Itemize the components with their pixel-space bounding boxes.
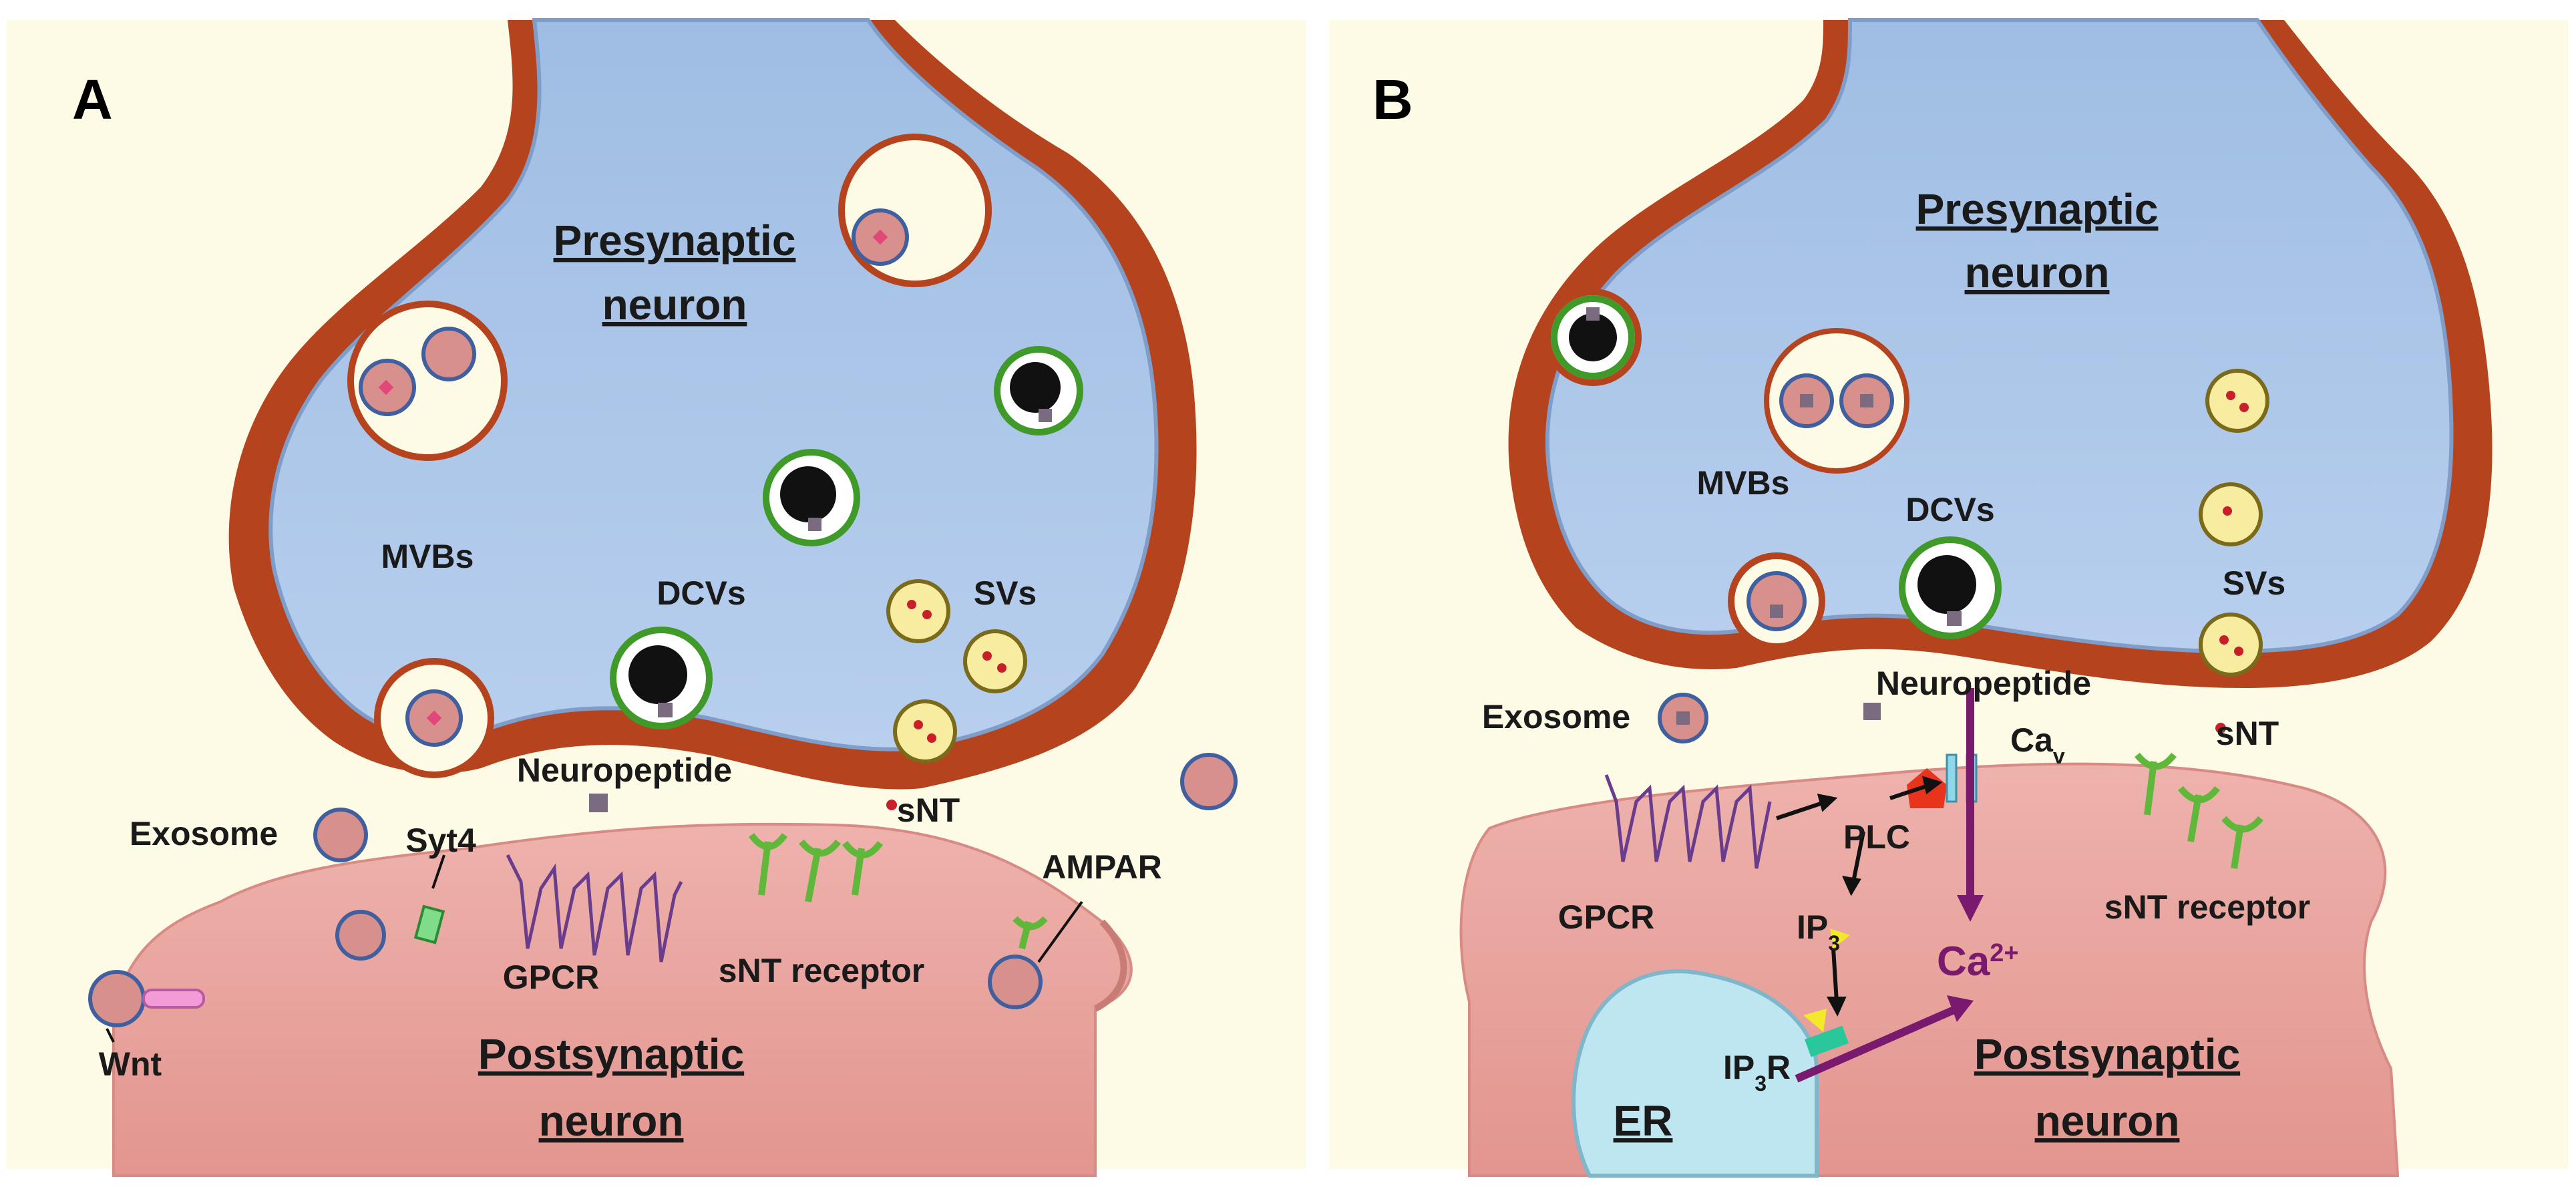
- svs-label-a: SVs: [974, 574, 1037, 612]
- signaling-arrows-b: [1776, 776, 1943, 1017]
- svs-label-b: SVs: [2223, 564, 2286, 602]
- snt-receptor-label-a: sNT receptor: [719, 952, 924, 989]
- ip3-label-b: IP3: [1797, 908, 1840, 955]
- panel-a-letter: A: [72, 68, 113, 131]
- presynaptic-label-b-2: neuron: [1965, 248, 2110, 297]
- mvb-inner-b: [1764, 328, 1909, 474]
- exosome-docked-a: [335, 910, 386, 961]
- postsynaptic-label-a-2: neuron: [539, 1097, 684, 1145]
- ampar-vesicle-a: [988, 955, 1043, 1009]
- snt-receptors-b: [2135, 752, 2263, 869]
- panel-b: B Presynaptic neuron MVBs DCVs SVs Neuro…: [1329, 18, 2568, 1178]
- snt-receptors-a: [748, 832, 1048, 950]
- ca-influx-arrowhead-b: [1957, 895, 1984, 922]
- ip3-bound-b: [1803, 1009, 1827, 1032]
- ampar-leader-a: [1037, 900, 1083, 963]
- wnt-ligand-a: [142, 989, 205, 1009]
- dcv-group-b: [1551, 295, 2002, 639]
- exosome-group-b: [1658, 373, 1894, 743]
- er-organelle-b: [1572, 969, 1819, 1178]
- wnt-label-a: Wnt: [99, 1045, 162, 1083]
- panel-a: A Presynaptic neuron MVBs DCVs SVs Neuro…: [7, 18, 1306, 1177]
- snt-label-b: sNT: [2216, 715, 2279, 752]
- er-release-arrowhead-b: [1947, 995, 1974, 1022]
- mvbs-label-a: MVBs: [381, 538, 474, 575]
- dcv-group-a: [610, 346, 1083, 729]
- mvbs-label-b: MVBs: [1697, 464, 1790, 502]
- exosome-free-right-a: [1180, 753, 1238, 810]
- exosome-group-a: [359, 208, 909, 747]
- dcvs-label-a: DCVs: [657, 574, 745, 612]
- dcvs-label-b: DCVs: [1905, 491, 1994, 528]
- snt-label-a: sNT: [897, 792, 960, 829]
- presynaptic-label-a-2: neuron: [602, 281, 747, 329]
- er-label-b: ER: [1614, 1097, 1673, 1145]
- presynaptic-label-a-1: Presynaptic: [554, 216, 796, 265]
- wnt-vesicle-a: [88, 970, 146, 1027]
- cav-label-b: Cav: [2010, 721, 2065, 768]
- ip3r-label-b: IP3R: [1723, 1049, 1791, 1095]
- neuropeptide-label-b: Neuropeptide: [1876, 665, 2091, 702]
- postsynaptic-label-a-1: Postsynaptic: [478, 1030, 744, 1078]
- wnt-leader-a: [106, 1028, 115, 1043]
- gpcr-label-a: GPCR: [503, 959, 599, 996]
- er-release-arrow-b: [1795, 1005, 1959, 1083]
- exosome-label-a: Exosome: [130, 815, 278, 852]
- neuropeptide-label-a: Neuropeptide: [517, 751, 732, 789]
- sv-group-a: [886, 579, 1027, 763]
- cav-channel-left-b: [1946, 753, 1958, 803]
- gpcr-label-b: GPCR: [1558, 898, 1654, 936]
- neuropeptide-mark-b: [1863, 703, 1881, 720]
- gpcr-coil-a: [506, 854, 683, 963]
- neuropeptide-mark-a: [589, 794, 608, 812]
- presynaptic-label-b-1: Presynaptic: [1916, 185, 2159, 233]
- ca2-label-b: Ca2+: [1937, 939, 2019, 985]
- postsynaptic-edge-a: [1093, 919, 1127, 1012]
- syt4-marker-a: [413, 904, 445, 945]
- syt4-leader-a: [431, 854, 445, 889]
- exosome-free-a: [313, 808, 368, 862]
- postsynaptic-label-b-2: neuron: [2035, 1097, 2180, 1145]
- sv-group-b: [2199, 369, 2269, 677]
- plc-label-b: PLC: [1843, 818, 1910, 856]
- ip3r-marker-b: [1805, 1025, 1849, 1057]
- exosome-label-b: Exosome: [1482, 698, 1630, 735]
- ip3-marker-b: [1830, 928, 1850, 949]
- panel-b-letter: B: [1372, 68, 1413, 131]
- snt-mark-a: [886, 800, 897, 810]
- snt-receptor-label-b: sNT receptor: [2104, 888, 2310, 926]
- ampar-label-a: AMPAR: [1042, 848, 1162, 886]
- gpcr-coil-b: [1604, 774, 1772, 869]
- syt4-label-a: Syt4: [405, 822, 476, 859]
- postsynaptic-label-b-1: Postsynaptic: [1974, 1030, 2240, 1078]
- snt-mark-b: [2215, 723, 2226, 733]
- mvb-pocket-top-a: [838, 134, 992, 287]
